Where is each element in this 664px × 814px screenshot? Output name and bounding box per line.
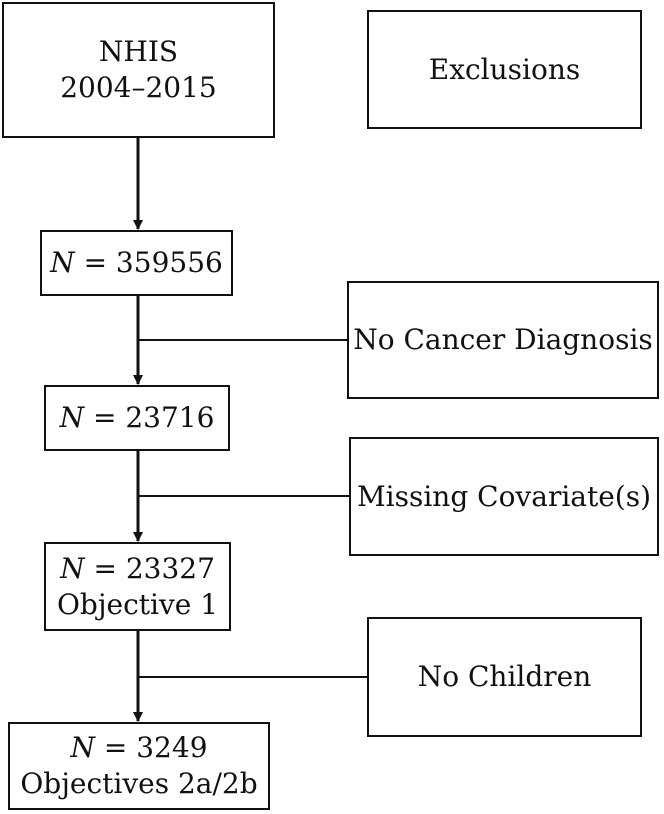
exclusions-header: Exclusions xyxy=(428,52,581,86)
count-box-1: N = 359556 xyxy=(40,230,233,296)
objective-1-label: Objective 1 xyxy=(56,587,219,621)
source-years: 2004–2015 xyxy=(60,71,217,104)
objectives-2-label: Objectives 2a/2b xyxy=(20,767,258,800)
count-1: N = 359556 xyxy=(50,246,223,279)
exclusion-box-no-cancer: No Cancer Diagnosis xyxy=(347,281,659,399)
exclusion-no-children: No Children xyxy=(417,660,592,693)
count-2: N = 23716 xyxy=(59,401,215,434)
exclusion-missing-covariates: Missing Covariate(s) xyxy=(356,479,652,513)
count-box-3: N = 23327 Objective 1 xyxy=(44,542,231,631)
count-box-4: N = 3249 Objectives 2a/2b xyxy=(8,722,270,810)
source-box: NHIS 2004–2015 xyxy=(2,2,275,138)
exclusion-box-no-children: No Children xyxy=(367,617,642,737)
count-4: N = 3249 xyxy=(70,731,208,764)
count-box-2: N = 23716 xyxy=(44,385,230,451)
count-3: N = 23327 xyxy=(60,551,215,585)
exclusions-header-box: Exclusions xyxy=(367,10,642,129)
exclusion-no-cancer: No Cancer Diagnosis xyxy=(353,323,653,356)
exclusion-box-missing-covariates: Missing Covariate(s) xyxy=(349,437,659,556)
source-title: NHIS xyxy=(98,35,179,68)
